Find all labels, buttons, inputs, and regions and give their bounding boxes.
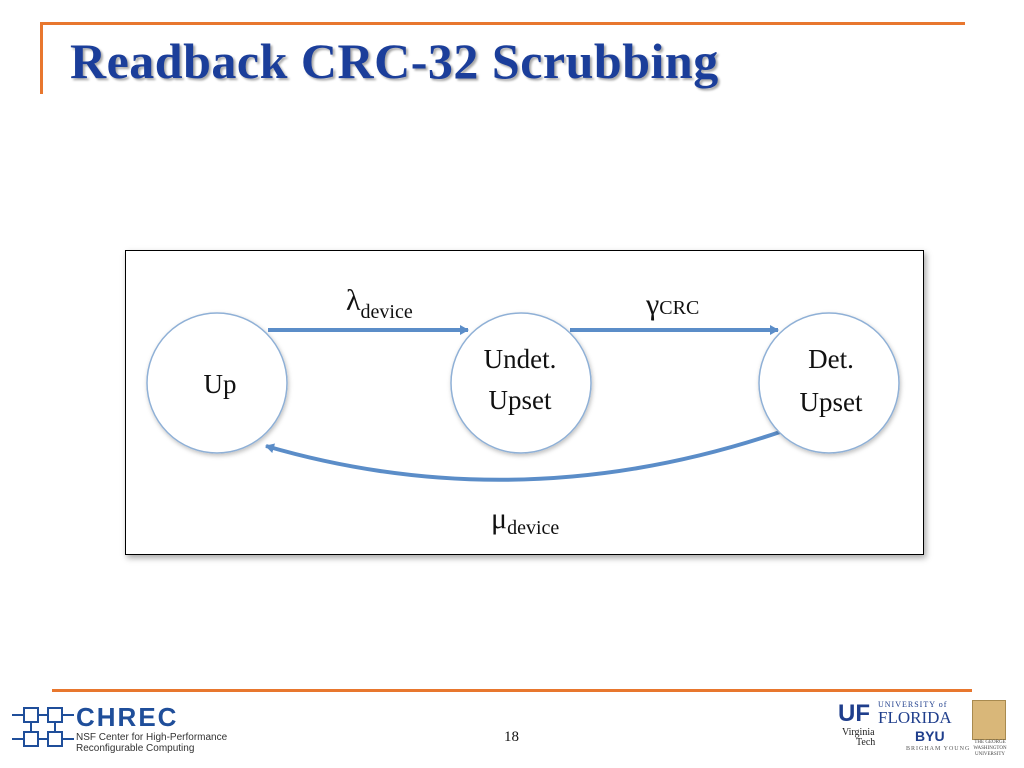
edge-label-mu-symbol: μ bbox=[491, 502, 507, 535]
uf-logo-line2: FLORIDA bbox=[878, 708, 952, 727]
chrec-subtitle: NSF Center for High-Performance Reconfig… bbox=[76, 732, 227, 754]
edge-label-gamma-symbol: γ bbox=[645, 288, 659, 321]
node-det-upset bbox=[758, 312, 900, 454]
footer-rule bbox=[52, 689, 972, 692]
page-number: 18 bbox=[504, 729, 519, 745]
edge-label-lambda-subscript: device bbox=[361, 301, 413, 323]
chrec-subtitle-line1: NSF Center for High-Performance bbox=[76, 732, 228, 743]
edge-det-to-up bbox=[265, 430, 781, 482]
node-det-upset-label-line2: Upset bbox=[800, 387, 863, 417]
byu-logo-line: BRIGHAM YOUNG bbox=[906, 746, 971, 752]
gw-logo-line3: UNIVERSITY bbox=[975, 752, 1005, 757]
gw-logo-line1: THE GEORGE bbox=[974, 740, 1006, 745]
edge-label-lambda: λdevice bbox=[346, 284, 413, 323]
title-side-rule bbox=[40, 22, 43, 94]
chrec-logo-icon bbox=[12, 707, 74, 747]
node-undet-upset-label-line2: Upset bbox=[489, 385, 552, 415]
chrec-subtitle-line2: Reconfigurable Computing bbox=[76, 743, 195, 754]
node-undet-upset bbox=[450, 312, 592, 454]
uf-logo-line1: UNIVERSITY of bbox=[878, 700, 948, 709]
virginia-tech-logo: Virginia Tech bbox=[842, 728, 875, 748]
node-up-label: Up bbox=[204, 369, 237, 399]
gw-logo-text: THE GEORGE WASHINGTON UNIVERSITY bbox=[968, 740, 1012, 758]
edge-label-gamma-subscript: CRC bbox=[659, 297, 699, 319]
gw-portrait-icon bbox=[972, 700, 1006, 740]
edge-label-gamma: γCRC bbox=[645, 288, 699, 321]
vt-logo-line1: Virginia bbox=[842, 727, 875, 738]
title-top-rule bbox=[40, 22, 965, 25]
gw-logo-line2: WASHINGTON bbox=[973, 746, 1007, 751]
node-det-upset-label-line1: Det. bbox=[808, 344, 854, 374]
chrec-name: CHREC bbox=[76, 702, 179, 732]
byu-logo: BYU bbox=[915, 728, 945, 744]
edge-label-mu-subscript: device bbox=[507, 517, 559, 539]
uf-logo: UF bbox=[838, 700, 870, 727]
vt-logo-line2: Tech bbox=[856, 737, 876, 748]
node-up bbox=[146, 312, 288, 454]
slide-title: Readback CRC-32 Scrubbing bbox=[70, 33, 719, 89]
edge-label-mu: μdevice bbox=[491, 502, 559, 539]
node-undet-upset-label-line1: Undet. bbox=[484, 344, 557, 374]
edge-label-lambda-symbol: λ bbox=[346, 284, 361, 317]
